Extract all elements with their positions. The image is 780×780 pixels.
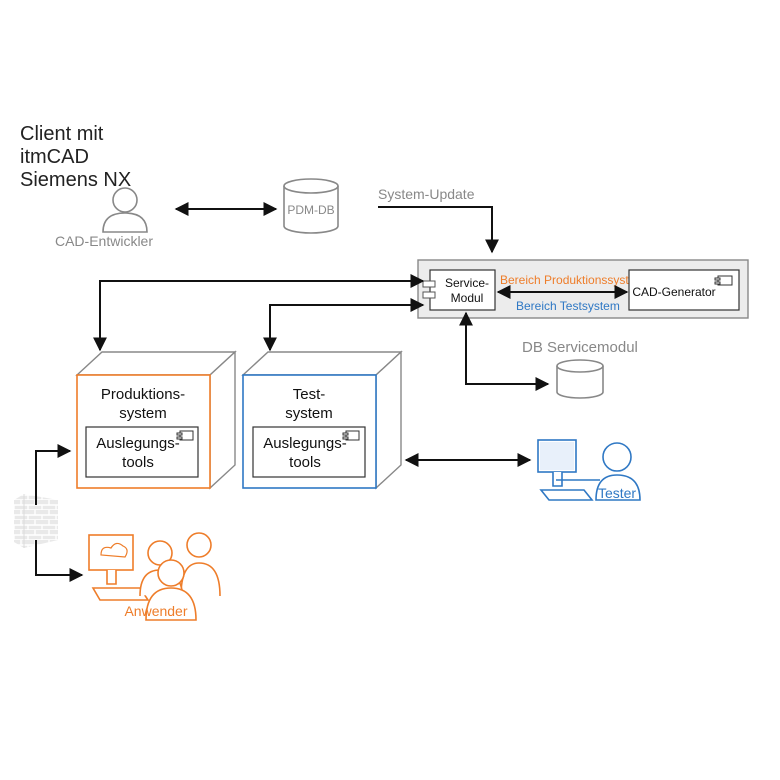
testsystem-tool-line2: tools (289, 454, 321, 471)
cad-entwickler-icon (102, 187, 148, 233)
db-servicemodul-cylinder (556, 359, 604, 399)
cad-entwickler-label: CAD-Entwickler (55, 233, 153, 249)
testsystem-component-icon (342, 430, 360, 441)
bereich-test-label: Bereich Testsystem (516, 299, 620, 313)
anwender-person-icon (139, 532, 221, 621)
produktionssystem-tool-line1: Auslegungs- (96, 435, 179, 452)
arrow-service-produktion (93, 274, 425, 352)
service-modul-label-line2: Modul (451, 291, 484, 305)
arrow-service-test (263, 298, 425, 352)
produktionssystem-tool-line2: tools (122, 454, 154, 471)
testsystem-label-line1: Test- (293, 386, 326, 403)
testsystem-tool-line1: Auslegungs- (263, 435, 346, 452)
tester-computer-icon (537, 439, 600, 501)
pdm-db-cylinder (283, 178, 339, 234)
produktionssystem-label-line1: Produktions- (101, 386, 185, 403)
arrow-service-db (459, 311, 550, 391)
firewall-icon (14, 494, 58, 548)
arrow-system-update (378, 206, 499, 254)
tester-label: Tester (598, 485, 636, 501)
service-modul-box (429, 269, 496, 311)
db-servicemodul-label: DB Servicemodul (522, 339, 638, 356)
pdm-db-label: PDM-DB (287, 203, 334, 217)
anwender-computer-icon (88, 534, 150, 601)
anwender-label: Anwender (124, 603, 187, 619)
bereich-produktion-label: Bereich Produktionssystem (500, 273, 645, 287)
arrow-firewall-anwender (35, 540, 84, 582)
service-modul-label-line1: Service- (445, 276, 489, 290)
client-title-line2: itmCAD (20, 146, 89, 168)
testsystem-label-line2: system (285, 405, 333, 422)
cad-generator-component-icon (714, 275, 733, 286)
cad-generator-label: CAD-Generator (632, 285, 715, 299)
system-update-label: System-Update (378, 186, 475, 202)
client-title-line3: Siemens NX (20, 169, 131, 191)
produktionssystem-component-icon (176, 430, 194, 441)
client-title-line1: Client mit (20, 123, 104, 145)
produktionssystem-label-line2: system (119, 405, 167, 422)
arrow-firewall-produktion (35, 444, 72, 505)
tester-person-icon (595, 442, 641, 501)
